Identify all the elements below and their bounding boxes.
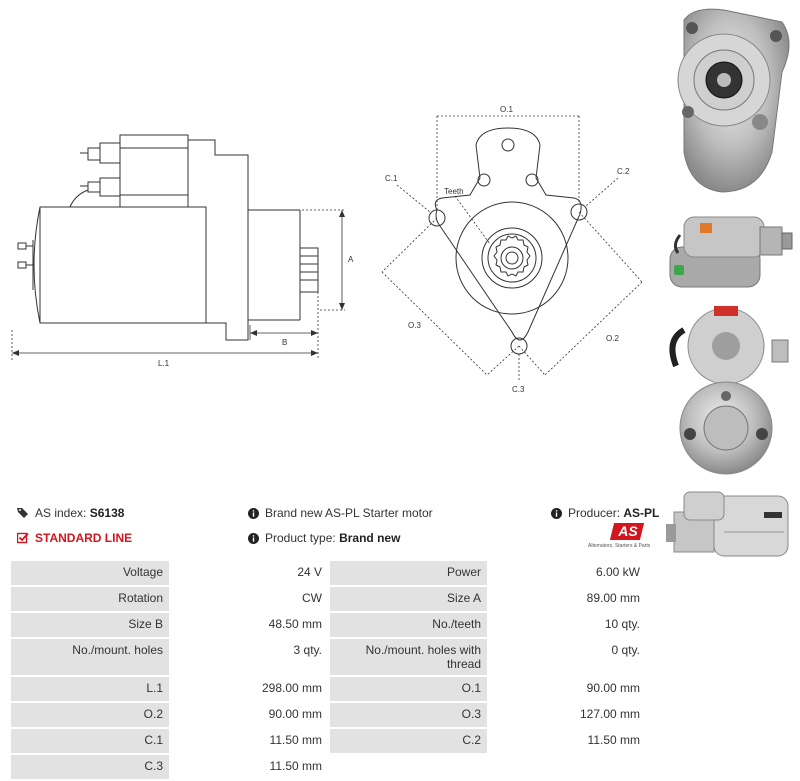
info-icon xyxy=(248,507,259,519)
spec-value-cell: 89.00 mm xyxy=(489,587,646,611)
spec-label-cell: Rotation xyxy=(11,587,169,611)
spec-value-cell: 90.00 mm xyxy=(171,703,328,727)
checkbox-check-icon xyxy=(17,532,29,544)
producer-value: AS-PL xyxy=(623,506,660,520)
spec-value-cell: 90.00 mm xyxy=(489,677,646,701)
dim-label-c1: C.1 xyxy=(385,174,398,183)
producer-logo: AS Alternators, Starters & Parts xyxy=(588,523,650,551)
info-icon xyxy=(551,507,562,519)
spec-label-cell: O.3 xyxy=(330,703,487,727)
as-index-value: S6138 xyxy=(89,506,125,520)
dim-label-a: A xyxy=(348,255,354,264)
spec-label-cell: L.1 xyxy=(11,677,169,701)
standard-line-label: STANDARD LINE xyxy=(35,531,133,545)
spec-value-cell: CW xyxy=(171,587,328,611)
dim-label-o3: O.3 xyxy=(408,321,421,330)
spec-label-cell: C.2 xyxy=(330,729,487,753)
spec-value-cell: 3 qty. xyxy=(171,639,328,675)
as-index-row: AS index: S6138 xyxy=(17,506,124,520)
product-type-label: Product type: xyxy=(265,531,336,545)
logo-text: AS xyxy=(618,523,638,539)
product-type-value: Brand new xyxy=(339,531,401,545)
product-photo-front xyxy=(677,8,790,193)
as-index-label: AS index: xyxy=(35,506,87,520)
standard-line-row: STANDARD LINE xyxy=(17,531,132,545)
front-view-drawing: O.1 C.1 C.2 Teeth O.3 O.2 C.3 xyxy=(381,105,643,394)
product-type-row: Product type: Brand new xyxy=(248,531,400,545)
spec-label-cell xyxy=(330,755,487,779)
spec-value-cell: 11.50 mm xyxy=(171,755,328,779)
dim-label-o1: O.1 xyxy=(500,105,513,114)
product-photo-rear xyxy=(669,306,789,475)
spec-label-cell: O.1 xyxy=(330,677,487,701)
dim-label-l1: L.1 xyxy=(158,359,170,368)
dim-label-teeth: Teeth xyxy=(444,187,464,196)
spec-value-cell: 11.50 mm xyxy=(171,729,328,753)
spec-label-cell: Voltage xyxy=(11,561,169,585)
spec-label-cell: C.3 xyxy=(11,755,169,779)
spec-value-cell: 0 qty. xyxy=(489,639,646,675)
spec-label-cell: Size B xyxy=(11,613,169,637)
producer-label: Producer: xyxy=(568,506,621,520)
producer-row: Producer: AS-PL xyxy=(551,506,659,520)
dim-label-c2: C.2 xyxy=(617,167,630,176)
dim-label-b: B xyxy=(282,338,287,347)
side-view-drawing: A B L.1 xyxy=(11,134,354,368)
spec-value-cell: 127.00 mm xyxy=(489,703,646,727)
spec-value-cell xyxy=(489,755,646,779)
info-icon xyxy=(248,532,259,544)
description-text: Brand new AS-PL Starter motor xyxy=(265,506,433,520)
product-photo-top xyxy=(666,491,789,557)
spec-label-cell: Size A xyxy=(330,587,487,611)
spec-value-cell: 24 V xyxy=(171,561,328,585)
spec-value-cell: 10 qty. xyxy=(489,613,646,637)
logo-tagline: Alternators, Starters & Parts xyxy=(588,543,651,549)
spec-label-cell: No./mount. holes xyxy=(11,639,169,675)
spec-value-cell: 298.00 mm xyxy=(171,677,328,701)
spec-label-cell: No./teeth xyxy=(330,613,487,637)
product-photo-side xyxy=(669,216,793,288)
spec-label-cell: No./mount. holes with thread xyxy=(330,639,487,675)
spec-value-cell: 6.00 kW xyxy=(489,561,646,585)
dim-label-c3: C.3 xyxy=(512,385,525,394)
description-row: Brand new AS-PL Starter motor xyxy=(248,506,433,520)
spec-label-cell: Power xyxy=(330,561,487,585)
dim-label-o2: O.2 xyxy=(606,334,619,343)
tag-icon xyxy=(17,508,28,518)
spec-value-cell: 11.50 mm xyxy=(489,729,646,753)
spec-label-cell: C.1 xyxy=(11,729,169,753)
spec-label-cell: O.2 xyxy=(11,703,169,727)
spec-value-cell: 48.50 mm xyxy=(171,613,328,637)
